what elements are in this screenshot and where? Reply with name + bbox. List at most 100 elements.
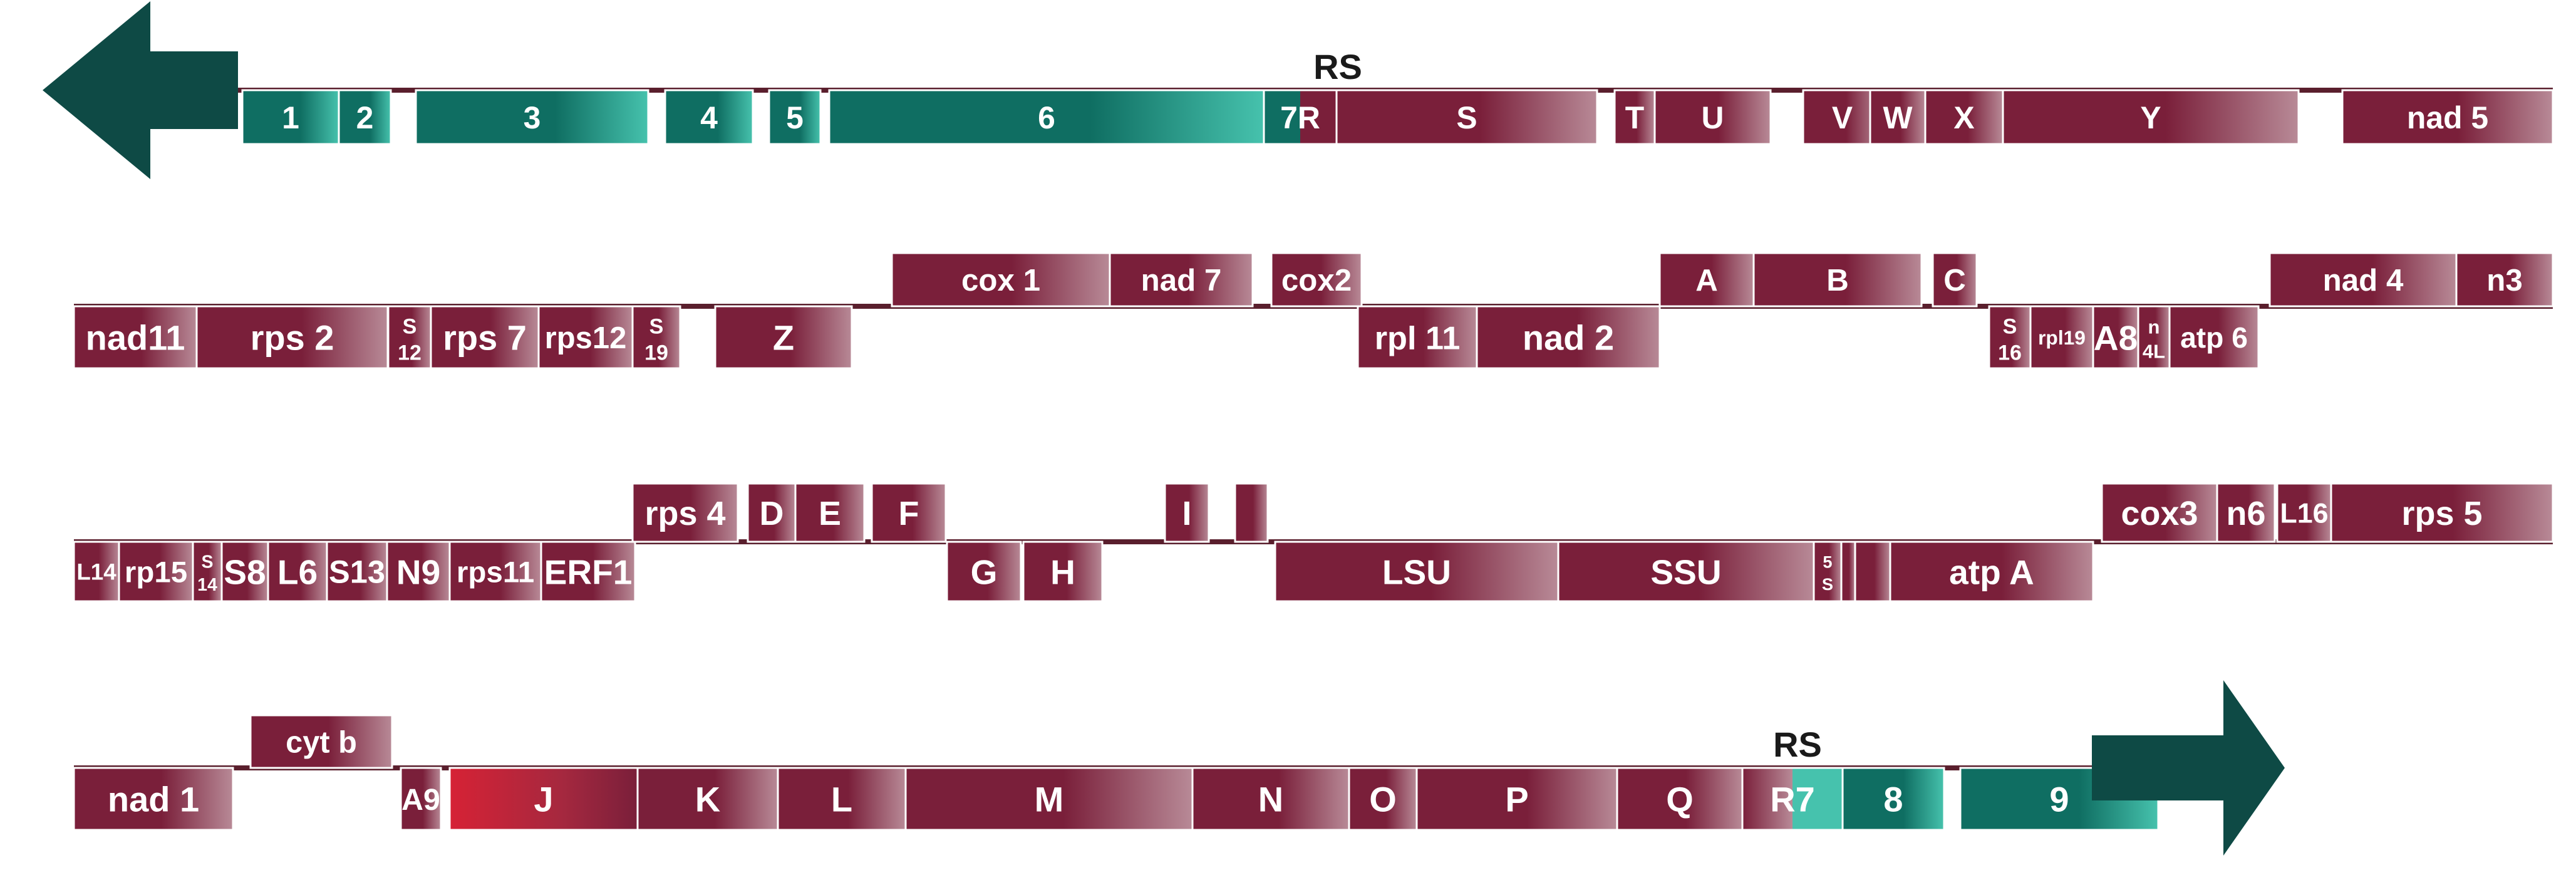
gene-segment: T bbox=[1613, 89, 1656, 145]
gene-segment: U bbox=[1653, 89, 1772, 145]
gene-segment: N9 bbox=[386, 541, 451, 603]
gene-label: H bbox=[1050, 552, 1075, 591]
gene-label: nad11 bbox=[86, 318, 185, 358]
gene-segment-box bbox=[400, 767, 442, 831]
gene-segment: W bbox=[1869, 89, 1927, 145]
gene-segment-box bbox=[1802, 89, 1883, 145]
gene-segment-box bbox=[448, 541, 542, 603]
gene-label: S bbox=[1456, 100, 1477, 135]
gene-segment: atp 6 bbox=[2168, 305, 2260, 370]
gene-label: S13 bbox=[329, 554, 385, 590]
gene-label: B bbox=[1826, 263, 1849, 298]
gene-segment-box bbox=[664, 89, 754, 145]
gene-label: rp15 bbox=[125, 556, 187, 589]
gene-segment: n6 bbox=[2216, 482, 2276, 543]
gene-segment: S13 bbox=[326, 541, 388, 603]
gene-label: P bbox=[1505, 780, 1528, 819]
gene-segment-box bbox=[2330, 482, 2554, 543]
gene-segment-box bbox=[387, 305, 432, 370]
gene-segment-box bbox=[448, 767, 639, 831]
gene-segment: n4L bbox=[2137, 305, 2171, 370]
gene-segment-box bbox=[1869, 89, 1927, 145]
gene-segment-box bbox=[1164, 482, 1210, 543]
rs-label: RS bbox=[1313, 47, 1362, 86]
gene-segment-box bbox=[1476, 305, 1661, 370]
gene-segment: rps 4 bbox=[631, 482, 739, 543]
gene-segment-box bbox=[1348, 767, 1418, 831]
gene-label: O bbox=[1369, 780, 1397, 819]
gene-label: nad 2 bbox=[1523, 318, 1614, 358]
gene-segment-box bbox=[326, 541, 388, 603]
gene-segment: S16 bbox=[1988, 305, 2032, 370]
gene-segment-box bbox=[1234, 482, 1269, 543]
gene-segment: SSU bbox=[1557, 541, 1815, 603]
gene-segment-box bbox=[430, 305, 540, 370]
gene-label: C bbox=[1943, 263, 1966, 298]
gene-segment-box bbox=[1932, 252, 1978, 308]
gene-label: nad 7 bbox=[1141, 263, 1222, 298]
gene-label: 2 bbox=[356, 100, 374, 135]
gene-segment bbox=[1840, 541, 1856, 603]
gene-label: S bbox=[2003, 315, 2017, 339]
gene-segment: rps 7 bbox=[430, 305, 540, 370]
gene-segment: 4 bbox=[664, 89, 754, 145]
gene-segment-box bbox=[220, 541, 269, 603]
gene-segment: L16 bbox=[2276, 482, 2332, 543]
gene-label: rps12 bbox=[545, 321, 627, 355]
gene-segment: M bbox=[904, 767, 1194, 831]
gene-label: rpl 11 bbox=[1375, 320, 1461, 356]
gene-segment: rps 2 bbox=[195, 305, 389, 370]
gene-label: SSU bbox=[1650, 552, 1721, 591]
gene-segment-box bbox=[1335, 89, 1598, 145]
gene-segment-box bbox=[1022, 541, 1104, 603]
gene-segment: A9 bbox=[400, 767, 442, 831]
gene-segment: atp A bbox=[1889, 541, 2094, 603]
gene-segment: 5S bbox=[1813, 541, 1843, 603]
gene-segment-box bbox=[2341, 89, 2554, 145]
gene-segment-box bbox=[1653, 89, 1772, 145]
gene-label: n bbox=[2148, 316, 2160, 338]
gene-segment: L bbox=[777, 767, 907, 831]
gene-segment: Z bbox=[714, 305, 853, 370]
gene-label: X bbox=[1953, 100, 1974, 135]
gene-label: n3 bbox=[2486, 263, 2523, 298]
gene-label: cox 1 bbox=[961, 263, 1040, 298]
gene-segment-box bbox=[1889, 541, 2094, 603]
gene-segment: N bbox=[1191, 767, 1350, 831]
gene-label: G bbox=[971, 552, 998, 591]
gene-label: Z bbox=[773, 318, 794, 358]
gene-segment bbox=[1854, 541, 1891, 603]
gene-segment-box bbox=[2002, 89, 2300, 145]
gene-segment: R7 bbox=[1741, 767, 1844, 831]
gene-segment-box bbox=[2029, 305, 2094, 370]
gene-label: 1 bbox=[282, 100, 299, 135]
gene-segment: H bbox=[1022, 541, 1104, 603]
gene-segment: L6 bbox=[267, 541, 328, 603]
gene-label: 6 bbox=[1038, 100, 1055, 135]
gene-segment-box bbox=[1557, 541, 1815, 603]
gene-label: S bbox=[1822, 574, 1833, 594]
gene-label: 16 bbox=[1998, 341, 2022, 365]
gene-label: nad 5 bbox=[2407, 100, 2488, 135]
gene-label: rps11 bbox=[457, 556, 534, 589]
gene-segment-box bbox=[267, 541, 328, 603]
gene-label: N9 bbox=[396, 552, 440, 591]
gene-label: rpl19 bbox=[2038, 326, 2086, 349]
gene-segment-box bbox=[2455, 252, 2554, 308]
gene-segment: 3 bbox=[415, 89, 649, 145]
gene-segment-box bbox=[537, 305, 634, 370]
gene-segment: cox 1 bbox=[891, 252, 1111, 308]
gene-label: I bbox=[1182, 495, 1192, 532]
gene-segment-box bbox=[631, 482, 739, 543]
gene-segment: G bbox=[946, 541, 1022, 603]
gene-segment: rp15 bbox=[118, 541, 194, 603]
gene-segment-box bbox=[2101, 482, 2218, 543]
gene-label: 19 bbox=[644, 341, 668, 365]
gene-label: T bbox=[1625, 100, 1644, 135]
gene-segment: 2 bbox=[338, 89, 392, 145]
gene-segment: S bbox=[1335, 89, 1598, 145]
gene-segment: cyt b bbox=[249, 714, 393, 769]
